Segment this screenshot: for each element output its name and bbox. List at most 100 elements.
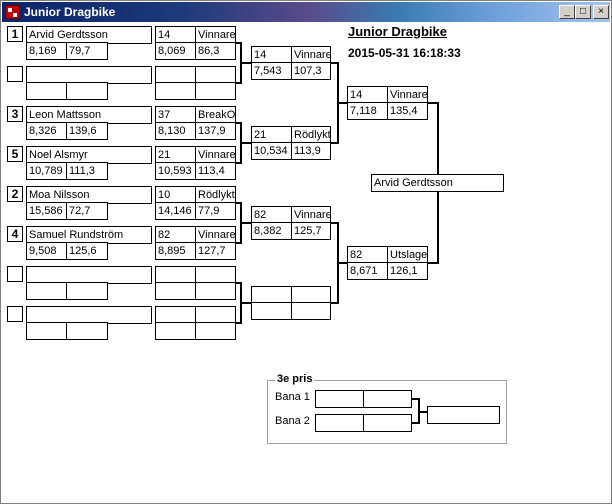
heat-number[interactable]: 14 <box>347 86 388 104</box>
racer-speed[interactable]: 125,6 <box>66 242 108 260</box>
heat-speed[interactable] <box>195 282 236 300</box>
heat-time[interactable] <box>155 322 196 340</box>
seed-box[interactable] <box>7 66 23 82</box>
racer-time[interactable]: 10,789 <box>26 162 67 180</box>
connector-line <box>331 302 339 304</box>
title-bar[interactable]: Junior Dragbike _ □ × <box>2 2 610 22</box>
racer-speed[interactable]: 139,6 <box>66 122 108 140</box>
connector-line <box>240 62 251 64</box>
heat-status[interactable]: Vinnare <box>195 146 236 164</box>
third-place-result[interactable] <box>427 406 500 424</box>
lane1-number-field[interactable] <box>315 390 364 408</box>
racer-speed[interactable] <box>66 82 108 100</box>
heat-time[interactable]: 14,146 <box>155 202 196 220</box>
connector-line <box>331 222 339 224</box>
heat-speed[interactable]: 127,7 <box>195 242 236 260</box>
racer-time[interactable]: 15,586 <box>26 202 67 220</box>
heat-time[interactable]: 7,543 <box>251 62 292 80</box>
connector-line <box>236 122 242 124</box>
heat-time[interactable] <box>251 302 292 320</box>
heat-time[interactable] <box>155 82 196 100</box>
heat-speed[interactable]: 77,9 <box>195 202 236 220</box>
connector-line <box>236 322 242 324</box>
minimize-button[interactable]: _ <box>559 5 575 19</box>
connector-line <box>236 282 242 284</box>
heat-time[interactable] <box>155 282 196 300</box>
maximize-button[interactable]: □ <box>575 5 591 19</box>
page-title: Junior Dragbike <box>348 24 447 39</box>
close-button[interactable]: × <box>593 5 609 19</box>
racer-time[interactable] <box>26 82 67 100</box>
racer-speed[interactable] <box>66 322 108 340</box>
heat-status[interactable]: Vinnare <box>387 86 428 104</box>
heat-status[interactable]: Vinnare <box>291 46 331 64</box>
heat-speed[interactable]: 125,7 <box>291 222 331 240</box>
heat-status[interactable]: Vinnare <box>291 206 331 224</box>
connector-line <box>236 82 242 84</box>
seed-box[interactable]: 5 <box>7 146 23 162</box>
connector-line <box>412 422 420 424</box>
seed-box[interactable] <box>7 266 23 282</box>
heat-status[interactable]: Rödlykta <box>195 186 236 204</box>
heat-status[interactable]: Vinnare <box>195 26 236 44</box>
connector-line <box>428 262 439 264</box>
connector-line <box>236 162 242 164</box>
connector-line <box>418 411 427 413</box>
heat-speed[interactable]: 107,3 <box>291 62 331 80</box>
lane1-label: Bana 1 <box>275 391 310 403</box>
racer-time[interactable]: 8,169 <box>26 42 67 60</box>
heat-time[interactable]: 10,593 <box>155 162 196 180</box>
heat-speed[interactable] <box>195 82 236 100</box>
heat-time[interactable]: 8,895 <box>155 242 196 260</box>
heat-status[interactable]: BreakOut <box>195 106 236 124</box>
heat-time[interactable]: 8,671 <box>347 262 388 280</box>
racer-time[interactable]: 9,508 <box>26 242 67 260</box>
connector-line <box>331 142 339 144</box>
racer-speed[interactable]: 111,3 <box>66 162 108 180</box>
racer-name[interactable]: Moa Nilsson <box>26 186 152 204</box>
connector-line <box>236 242 242 244</box>
racer-time[interactable]: 8,326 <box>26 122 67 140</box>
seed-box[interactable]: 2 <box>7 186 23 202</box>
racer-time[interactable] <box>26 322 67 340</box>
seed-box[interactable]: 1 <box>7 26 23 42</box>
racer-speed[interactable]: 79,7 <box>66 42 108 60</box>
race-datetime: 2015-05-31 16:18:33 <box>348 46 461 60</box>
connector-line <box>240 302 251 304</box>
heat-time[interactable]: 8,382 <box>251 222 292 240</box>
connector-line <box>337 262 347 264</box>
seed-box[interactable]: 3 <box>7 106 23 122</box>
heat-number[interactable]: 82 <box>347 246 388 264</box>
heat-speed[interactable]: 113,4 <box>195 162 236 180</box>
heat-speed[interactable] <box>291 302 331 320</box>
racer-speed[interactable] <box>66 282 108 300</box>
heat-time[interactable]: 8,130 <box>155 122 196 140</box>
heat-speed[interactable]: 135,4 <box>387 102 428 120</box>
racer-speed[interactable]: 72,7 <box>66 202 108 220</box>
lane1-time-field[interactable] <box>363 390 412 408</box>
heat-time[interactable]: 10,534 <box>251 142 292 160</box>
heat-speed[interactable]: 126,1 <box>387 262 428 280</box>
winner-field[interactable]: Arvid Gerdtsson <box>371 174 504 192</box>
connector-line <box>240 142 251 144</box>
heat-speed[interactable]: 86,3 <box>195 42 236 60</box>
heat-number[interactable]: 82 <box>155 226 196 244</box>
lane2-time-field[interactable] <box>363 414 412 432</box>
lane2-number-field[interactable] <box>315 414 364 432</box>
connector-line <box>428 102 439 104</box>
connector-line <box>236 42 242 44</box>
app-icon[interactable] <box>5 5 20 19</box>
third-place-group <box>267 380 507 444</box>
connector-line <box>236 202 242 204</box>
heat-time[interactable]: 8,069 <box>155 42 196 60</box>
heat-speed[interactable] <box>195 322 236 340</box>
heat-speed[interactable]: 113,9 <box>291 142 331 160</box>
seed-box[interactable]: 4 <box>7 226 23 242</box>
heat-time[interactable]: 7,118 <box>347 102 388 120</box>
heat-speed[interactable]: 137,9 <box>195 122 236 140</box>
heat-status[interactable]: Utslagen <box>387 246 428 264</box>
connector-line <box>331 62 339 64</box>
racer-time[interactable] <box>26 282 67 300</box>
connector-line <box>240 222 251 224</box>
seed-box[interactable] <box>7 306 23 322</box>
